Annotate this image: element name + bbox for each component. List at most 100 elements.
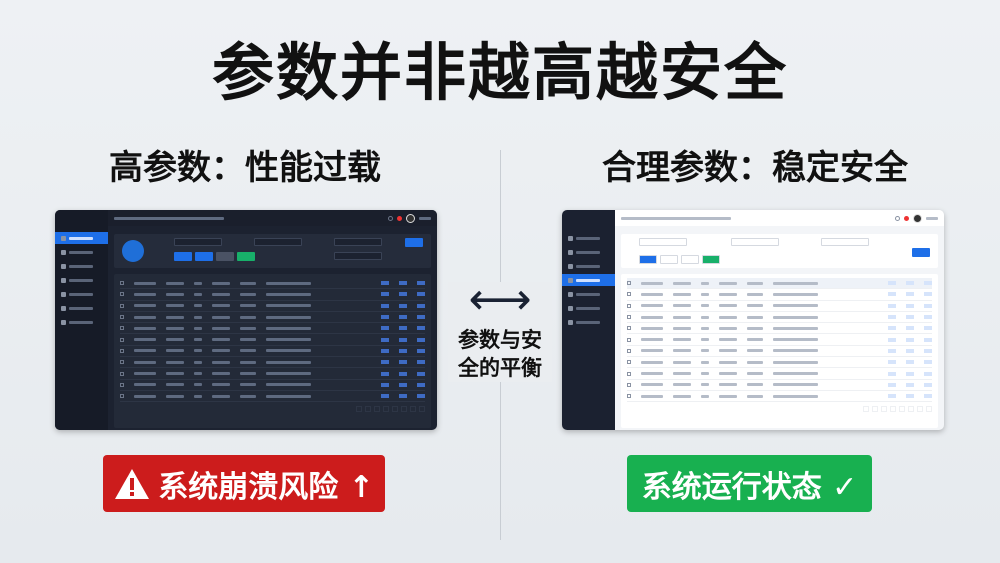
row-action-button[interactable]	[906, 292, 914, 297]
row-action-button[interactable]	[399, 326, 407, 331]
row-action-button[interactable]	[417, 394, 425, 399]
filter-select[interactable]	[731, 238, 779, 246]
filter-select[interactable]	[821, 238, 869, 246]
table-row[interactable]	[120, 391, 425, 403]
table-row[interactable]	[627, 289, 932, 301]
row-action-button[interactable]	[906, 315, 914, 320]
table-row[interactable]	[627, 346, 932, 358]
sidebar-item[interactable]	[562, 246, 615, 258]
row-action-button[interactable]	[381, 292, 389, 297]
row-checkbox[interactable]	[120, 394, 124, 399]
filter-select[interactable]	[174, 238, 222, 246]
row-action-button[interactable]	[417, 281, 425, 286]
row-action-button[interactable]	[381, 337, 389, 342]
row-action-button[interactable]	[417, 303, 425, 308]
action-button[interactable]	[702, 255, 720, 264]
table-row[interactable]	[120, 346, 425, 358]
row-action-button[interactable]	[888, 371, 896, 376]
avatar[interactable]	[913, 213, 922, 223]
row-action-button[interactable]	[399, 292, 407, 297]
action-button[interactable]	[216, 252, 234, 261]
sidebar-item[interactable]	[55, 302, 108, 314]
row-action-button[interactable]	[381, 281, 389, 286]
row-action-button[interactable]	[888, 315, 896, 320]
row-checkbox[interactable]	[627, 360, 631, 365]
row-action-button[interactable]	[906, 326, 914, 331]
table-row[interactable]	[627, 312, 932, 324]
row-checkbox[interactable]	[120, 382, 124, 387]
page-button[interactable]	[410, 406, 416, 413]
settings-icon[interactable]	[895, 215, 900, 221]
row-action-button[interactable]	[906, 348, 914, 353]
primary-button[interactable]	[405, 238, 423, 247]
row-action-button[interactable]	[417, 348, 425, 353]
table-row[interactable]	[627, 301, 932, 312]
sidebar-item[interactable]	[55, 316, 108, 328]
row-checkbox[interactable]	[120, 303, 124, 308]
table-row[interactable]	[627, 391, 932, 403]
row-checkbox[interactable]	[120, 281, 124, 286]
row-action-button[interactable]	[924, 382, 932, 387]
row-action-button[interactable]	[381, 303, 389, 308]
action-button[interactable]	[639, 255, 657, 264]
row-checkbox[interactable]	[627, 382, 631, 387]
sidebar-item[interactable]	[562, 302, 615, 314]
table-row[interactable]	[627, 323, 932, 335]
row-action-button[interactable]	[906, 371, 914, 376]
row-action-button[interactable]	[399, 394, 407, 399]
filter-select[interactable]	[254, 238, 302, 246]
action-button[interactable]	[174, 252, 192, 261]
row-action-button[interactable]	[906, 360, 914, 365]
page-button[interactable]	[356, 406, 362, 413]
page-button[interactable]	[881, 406, 887, 413]
row-checkbox[interactable]	[627, 326, 631, 331]
sidebar-item[interactable]	[55, 260, 108, 272]
row-action-button[interactable]	[399, 303, 407, 308]
row-action-button[interactable]	[888, 326, 896, 331]
page-button[interactable]	[908, 406, 914, 413]
row-checkbox[interactable]	[120, 337, 124, 342]
row-action-button[interactable]	[399, 337, 407, 342]
row-action-button[interactable]	[417, 292, 425, 297]
row-action-button[interactable]	[399, 315, 407, 320]
row-checkbox[interactable]	[120, 371, 124, 376]
table-row[interactable]	[627, 357, 932, 369]
row-action-button[interactable]	[381, 382, 389, 387]
table-row[interactable]	[120, 368, 425, 380]
row-action-button[interactable]	[906, 303, 914, 308]
sidebar-item[interactable]	[55, 232, 108, 244]
table-row[interactable]	[627, 368, 932, 380]
row-checkbox[interactable]	[627, 348, 631, 353]
page-button[interactable]	[392, 406, 398, 413]
page-button[interactable]	[401, 406, 407, 413]
sidebar-item[interactable]	[562, 288, 615, 300]
primary-button[interactable]	[912, 248, 930, 257]
row-action-button[interactable]	[417, 326, 425, 331]
action-button[interactable]	[660, 255, 678, 264]
row-action-button[interactable]	[888, 360, 896, 365]
sidebar-item[interactable]	[562, 260, 615, 272]
row-action-button[interactable]	[906, 281, 914, 286]
avatar[interactable]	[406, 213, 415, 223]
sidebar-item[interactable]	[55, 246, 108, 258]
row-checkbox[interactable]	[120, 348, 124, 353]
table-row[interactable]	[120, 289, 425, 301]
page-button[interactable]	[899, 406, 905, 413]
sidebar-item[interactable]	[562, 316, 615, 328]
row-checkbox[interactable]	[627, 281, 631, 286]
row-action-button[interactable]	[417, 315, 425, 320]
page-button[interactable]	[383, 406, 389, 413]
row-action-button[interactable]	[399, 360, 407, 365]
row-action-button[interactable]	[381, 360, 389, 365]
row-action-button[interactable]	[906, 337, 914, 342]
row-action-button[interactable]	[381, 394, 389, 399]
row-checkbox[interactable]	[120, 326, 124, 331]
row-action-button[interactable]	[924, 326, 932, 331]
sidebar-item[interactable]	[55, 288, 108, 300]
row-action-button[interactable]	[906, 394, 914, 399]
row-checkbox[interactable]	[627, 315, 631, 320]
page-button[interactable]	[926, 406, 932, 413]
row-action-button[interactable]	[924, 394, 932, 399]
row-action-button[interactable]	[381, 371, 389, 376]
row-action-button[interactable]	[924, 360, 932, 365]
